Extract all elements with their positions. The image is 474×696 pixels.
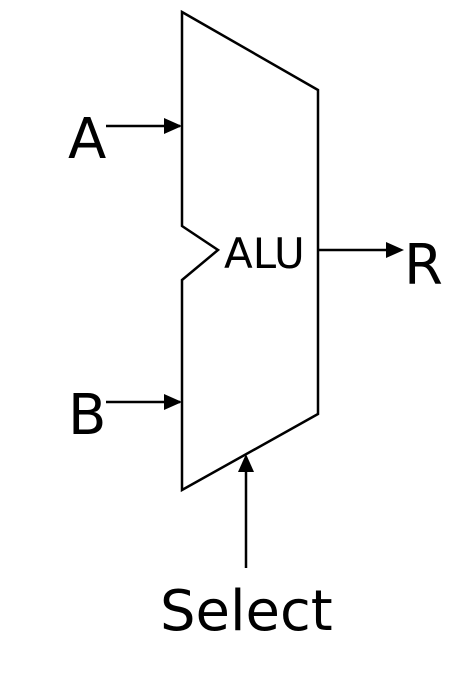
alu-body — [180, 9, 320, 493]
output-r-arrowhead — [386, 242, 404, 258]
input-a-arrowhead — [164, 118, 182, 134]
select-arrowhead — [238, 454, 254, 472]
input-a-label: A — [68, 107, 106, 172]
output-r-label: R — [404, 233, 443, 298]
select-label: Select — [160, 579, 333, 644]
alu-label: ALU — [224, 229, 305, 278]
input-b-label: B — [68, 383, 106, 448]
input-b-arrowhead — [164, 394, 182, 410]
